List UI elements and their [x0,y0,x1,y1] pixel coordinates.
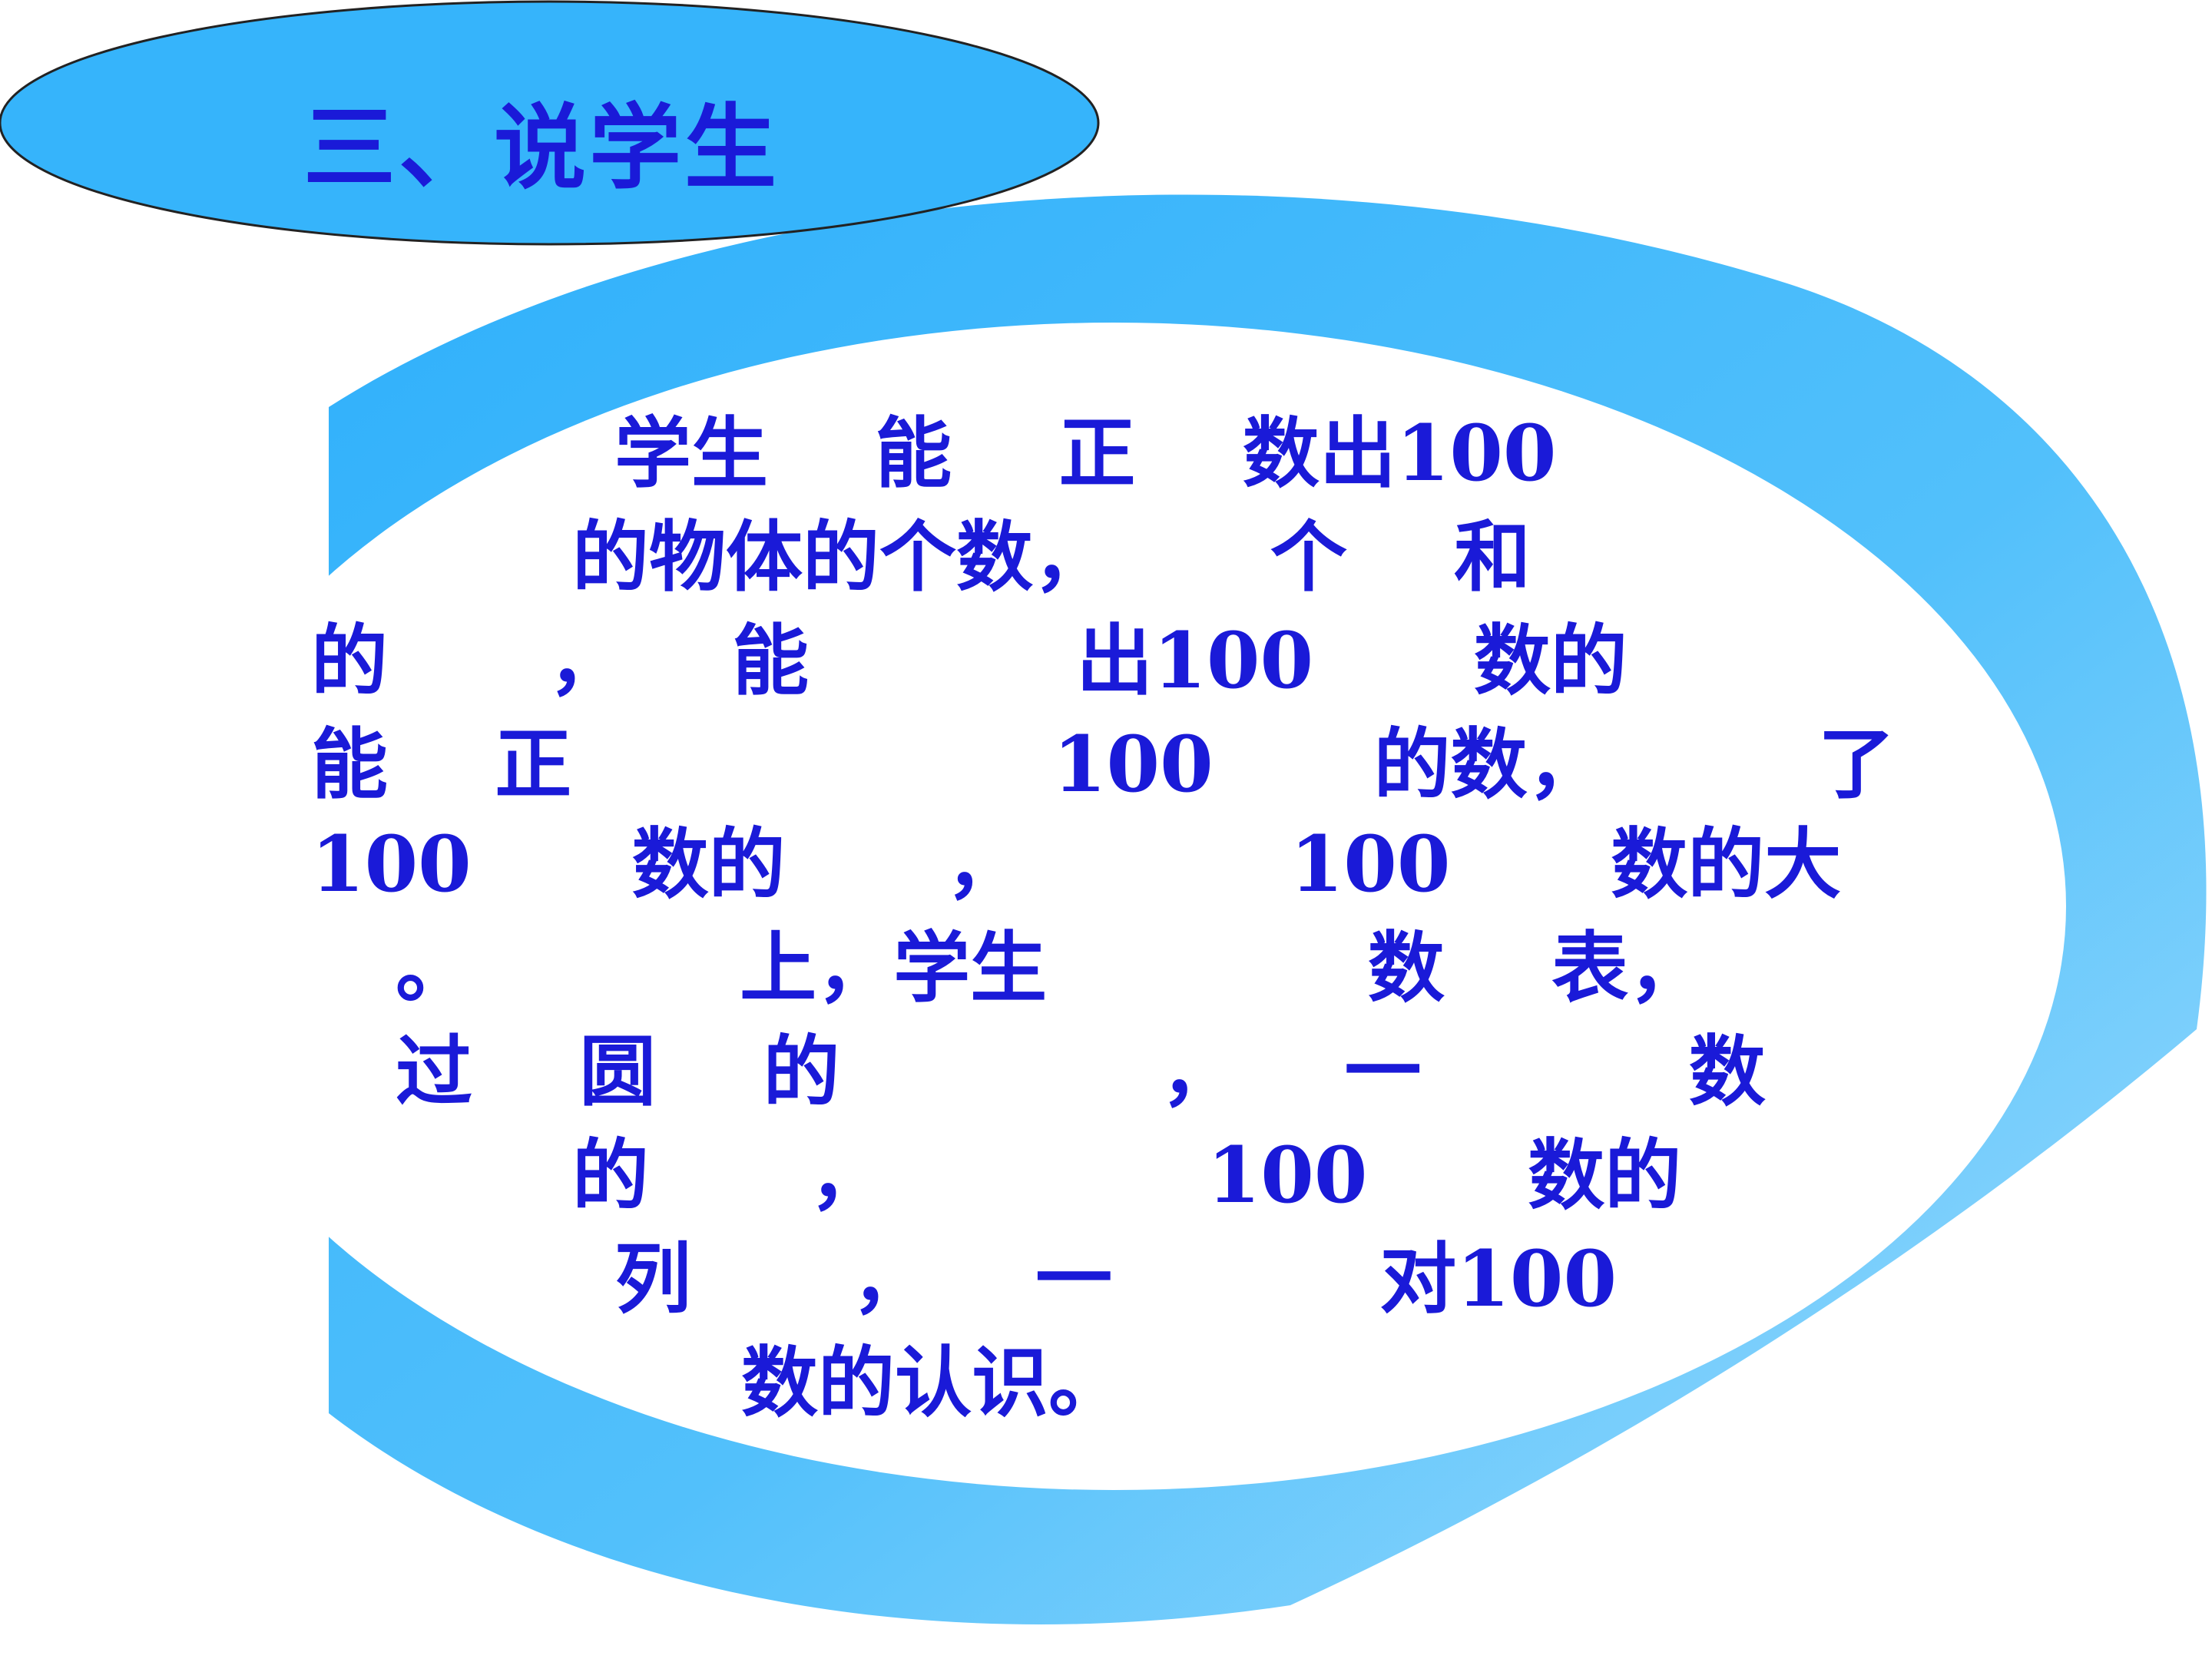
body-line-8: 的 ， 100 数的 [572,1130,1682,1220]
inner-white-ellipse [161,323,2066,1490]
body-line-4: 能 正 100 的数， 了 [311,719,1896,810]
body-line-10: 数的认识。 [741,1337,1125,1428]
body-line-7: 过 圆 的 ， 一 数 [396,1026,1766,1117]
slide-title: 三、说学生 [303,94,780,202]
body-line-9: 列 ， 一 对100 [614,1233,1618,1324]
body-line-5: 100 数的 ， 100 数的大 [311,819,1842,909]
body-line-6: 。 上，学生 数 表， [396,922,1706,1013]
title-ellipse [0,0,1100,246]
body-line-2: 的物体的个数， 个 和 [572,512,1532,602]
body-line-3: 的 ， 能 出100 数的 [311,615,1628,706]
body-line-1: 学生 能 正 数出100 [614,408,1557,498]
